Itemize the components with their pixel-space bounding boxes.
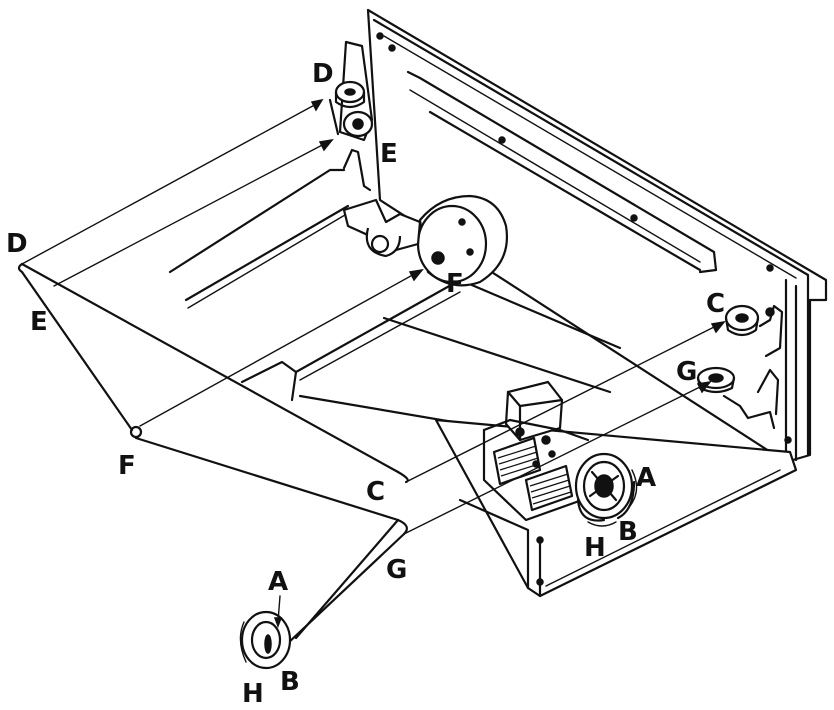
label-g-mid: G [386, 555, 406, 585]
labels: D E F C G A B H D E F C G A B H [6, 59, 725, 709]
label-a-right: A [636, 463, 656, 493]
motor-pulley-assembly [342, 194, 508, 287]
label-e-left: E [30, 307, 47, 337]
pulley-d-e [334, 80, 374, 138]
pulley-c-g [696, 304, 775, 394]
label-c-mid: C [366, 477, 384, 507]
label-h-bottom: H [242, 679, 263, 709]
label-e-top: E [380, 139, 397, 169]
label-f-pulley: F [446, 269, 463, 299]
label-d-top: D [312, 59, 333, 89]
label-h-right: H [584, 533, 605, 563]
cord-route [17, 262, 409, 670]
chassis-frame [168, 8, 828, 598]
dial-mechanism [482, 380, 638, 527]
label-b-right: B [618, 517, 637, 547]
label-a-bottom: A [268, 567, 288, 597]
label-c-right: C [706, 289, 724, 319]
label-f-left: F [118, 451, 135, 481]
guide-lines [21, 98, 726, 535]
label-g-right: G [676, 357, 696, 387]
label-b-bottom: B [280, 667, 299, 697]
label-d-left: D [6, 229, 27, 259]
